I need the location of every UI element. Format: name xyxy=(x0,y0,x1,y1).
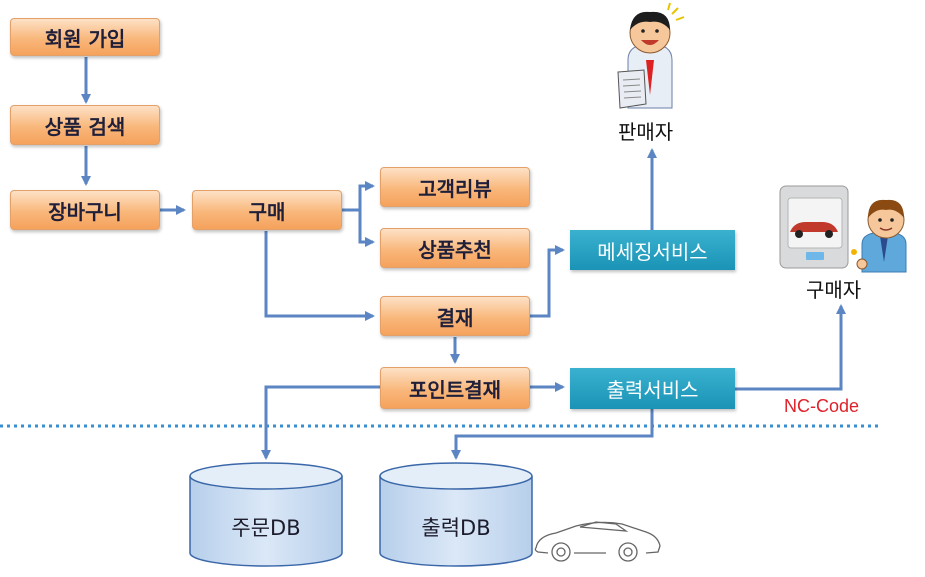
node-purchase: 구매 xyxy=(192,190,342,230)
arrow-buy-review xyxy=(342,181,375,212)
arrow-point-orderdb xyxy=(261,385,380,460)
arrow-buy-recommend xyxy=(358,210,375,247)
seller-label: 판매자 xyxy=(618,120,674,144)
3d-printer-icon xyxy=(779,185,849,269)
seller-person-icon xyxy=(627,2,685,109)
node-customer-review: 고객리뷰 xyxy=(380,167,530,207)
node-product-search: 상품 검색 xyxy=(10,105,160,145)
arrow-payment-messaging xyxy=(530,245,565,318)
node-payment: 결재 xyxy=(380,296,530,336)
node-signup: 회원 가입 xyxy=(10,18,160,56)
arrow-buy-payment xyxy=(264,231,375,321)
buyer-person-icon xyxy=(851,199,907,273)
car-outline-icon xyxy=(534,521,661,562)
messaging-service: 메세징서비스 xyxy=(570,230,735,270)
buyer-label: 구매자 xyxy=(806,278,862,302)
nc-code-label: NC-Code xyxy=(784,396,860,416)
print-service: 출력서비스 xyxy=(570,368,735,409)
arrow-printservice-printdb xyxy=(451,409,654,460)
print-db-cylinder xyxy=(379,462,533,567)
node-cart: 장바구니 xyxy=(10,190,160,230)
order-db-label: 주문DB xyxy=(231,516,301,540)
arrow-printservice-buyer xyxy=(735,304,846,391)
print-db-label: 출력DB xyxy=(421,516,491,540)
document-scroll-icon xyxy=(617,69,647,109)
node-point-payment: 포인트결재 xyxy=(380,367,530,409)
node-product-recommend: 상품추천 xyxy=(380,228,530,268)
order-db-cylinder xyxy=(189,462,343,567)
